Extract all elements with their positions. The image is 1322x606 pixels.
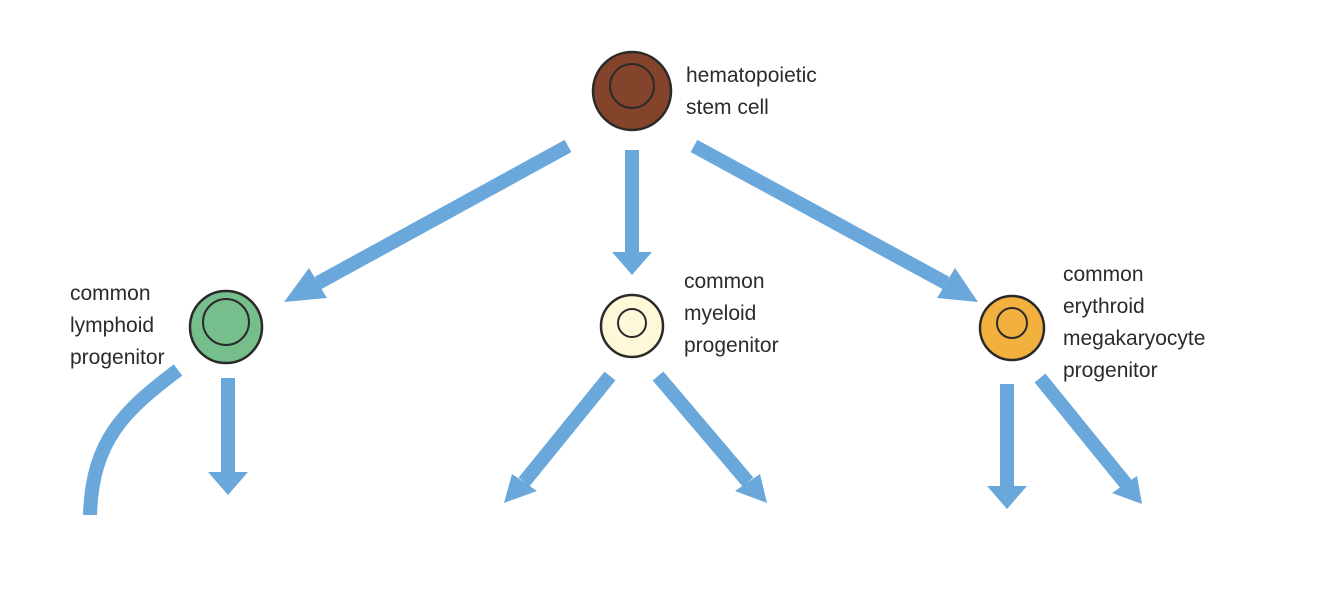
arrows-from-stem-cell [284, 139, 978, 302]
arrows-from-erythroid-megakaryocyte [987, 373, 1142, 509]
arrow-stem-to-myeloid [612, 150, 652, 275]
stem-cell-icon [591, 50, 673, 132]
arrow-lymphoid-curve [83, 364, 183, 516]
lymphoid-label-line1: common [70, 282, 151, 305]
stem-cell-label-line1: hematopoietic [686, 64, 817, 87]
cemp-label-line1: common [1063, 263, 1144, 286]
lymphoid-progenitor-label: common lymphoid progenitor [70, 278, 165, 374]
myeloid-label-line2: myeloid [684, 302, 757, 325]
arrows-from-myeloid [504, 371, 767, 503]
arrow-lymphoid-down [208, 378, 248, 495]
lymphoid-label-line3: progenitor [70, 346, 165, 369]
erythroid-megakaryocyte-progenitor-icon [978, 294, 1046, 362]
lymphoid-progenitor-icon [188, 289, 264, 365]
cemp-label-line3: megakaryocyte [1063, 327, 1206, 350]
cemp-label-line2: erythroid [1063, 295, 1145, 318]
cemp-label-line4: progenitor [1063, 359, 1158, 382]
arrow-cemp-down [987, 384, 1027, 509]
erythroid-megakaryocyte-progenitor-label: common erythroid megakaryocyte progenito… [1063, 259, 1205, 387]
myeloid-label-line3: progenitor [684, 334, 779, 357]
arrow-stem-to-lymphoid [284, 139, 572, 302]
arrows-from-lymphoid [83, 364, 248, 516]
stem-cell-label: hematopoietic stem cell [686, 60, 817, 124]
myeloid-progenitor-icon [599, 293, 665, 359]
myeloid-label-line1: common [684, 270, 765, 293]
stem-cell-label-line2: stem cell [686, 96, 769, 119]
lymphoid-label-line2: lymphoid [70, 314, 155, 337]
arrow-myeloid-left [504, 371, 616, 503]
arrow-cemp-right [1034, 373, 1142, 504]
myeloid-progenitor-label: common myeloid progenitor [684, 266, 779, 362]
arrow-myeloid-right [652, 371, 767, 503]
arrow-stem-to-erythroid-megakaryocyte [690, 139, 978, 302]
